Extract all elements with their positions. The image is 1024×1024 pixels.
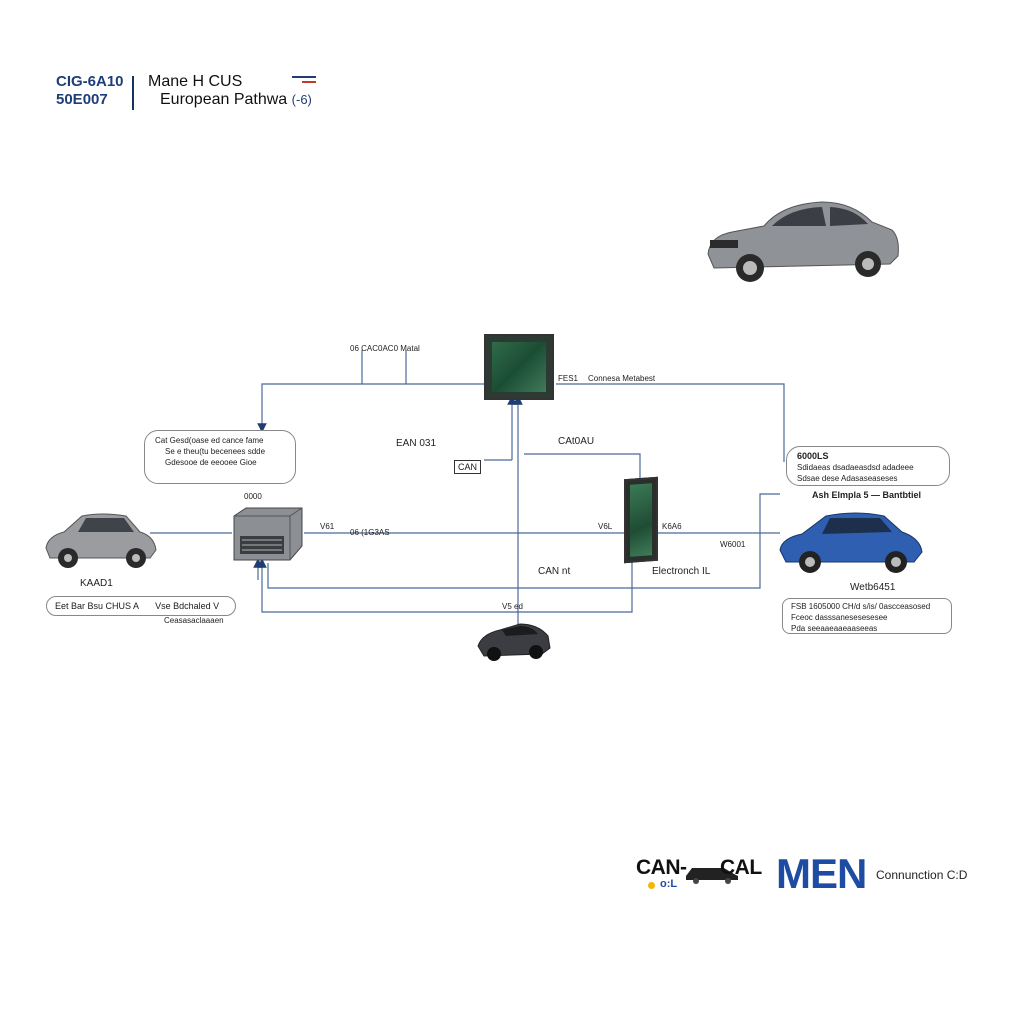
middle-control-module — [624, 476, 658, 564]
right-car-label: Wetb6451 — [850, 582, 896, 593]
top-module-label-right2: Connesa Metabest — [588, 374, 656, 383]
gateway-label: 0000 — [244, 492, 262, 501]
left-caption: Ceasasaclaaaen — [164, 616, 224, 625]
left-car-image — [42, 508, 158, 572]
circuit-board-icon — [630, 483, 652, 557]
w-label: W6001 — [720, 540, 746, 549]
connection-text: Connunction C:D — [876, 868, 968, 882]
right-pill-row: Fceoc dasssanesesesesee — [791, 613, 888, 622]
sports-car-image — [476, 618, 552, 664]
right-info-box: 6000LS Sdidaeas dsadaeasdsd adadeee Sdsa… — [786, 446, 950, 486]
left-info-box: Cat Gesd(oase ed cance fame Se e theu(tu… — [144, 430, 296, 484]
can-logo: CAN- — [636, 856, 687, 879]
header-divider — [132, 76, 134, 110]
can-logo-sub: o:L — [660, 878, 678, 890]
gateway-device — [230, 506, 306, 562]
left-info-row: Se e theu(tu becenees sdde — [165, 447, 266, 456]
v6-right-label: V6L — [598, 522, 613, 531]
right-pill-row: Pda seeaaeaaeaaseeas — [791, 624, 878, 633]
right-pill-row: FSB 1605000 CH/d s/is/ 0ascceasosed — [791, 602, 931, 611]
electronic-label: Electronch IL — [652, 566, 711, 577]
can-logo-tail: CAL — [720, 856, 762, 879]
yellow-dot-icon — [648, 882, 655, 889]
right-info-title: 6000LS — [797, 451, 829, 461]
can-tag: CAN — [454, 460, 482, 474]
header-subtitle-text: European Pathwa — [160, 91, 288, 108]
men-logo: MEN — [776, 850, 867, 897]
top-module-label-left: 06 CAC0AC0 Matal — [350, 344, 420, 353]
right-caption: Ash Elmpla 5 — Bantbtiel — [812, 490, 922, 500]
left-pill-left: Eet Bar Bsu CHUS A — [55, 601, 139, 611]
top-module-label-right: FES1 — [558, 374, 579, 383]
cao-label: CAt0AU — [558, 436, 595, 447]
ean-label: EAN 031 — [396, 438, 437, 449]
left-car-label: KAAD1 — [80, 578, 113, 589]
right-info-row: Sdidaeas dsadaeasdsd adadeee — [797, 463, 914, 472]
left-pill-right: Vse Bdchaled V — [155, 601, 220, 611]
right-pill-box: FSB 1605000 CH/d s/is/ 0ascceasosed Fceo… — [782, 598, 952, 634]
top-control-module — [484, 334, 554, 400]
can-mid-label: CAN nt — [538, 566, 571, 577]
v6-left-label: V61 — [320, 522, 335, 531]
mid-line-label: 06 (1G3AS — [350, 528, 390, 537]
k-label: K6A6 — [662, 522, 682, 531]
header-code-line2: 50E007 — [56, 91, 108, 108]
right-info-row: Sdsae dese Adasaseaseses — [797, 474, 898, 483]
car-logo-icon — [684, 862, 740, 884]
left-pill: Eet Bar Bsu CHUS A Vse Bdchaled V — [46, 596, 236, 616]
header-code-line1: CIG-6A10 — [56, 73, 124, 90]
sedan-car-image — [702, 194, 902, 290]
header-subtitle: European Pathwa (-6) — [160, 90, 312, 110]
left-info-row: Cat Gesd(oase ed cance fame — [155, 436, 264, 445]
right-car-image — [776, 508, 924, 574]
header-title: Mane H CUS — [148, 73, 243, 90]
circuit-board-icon — [492, 342, 546, 392]
header-subtitle-suffix: (-6) — [291, 92, 312, 107]
left-info-row: Gdesooe de eeooee Gioe — [165, 458, 257, 467]
bottom-small-label: V5 ed — [502, 602, 523, 611]
flag-icon — [292, 76, 316, 90]
